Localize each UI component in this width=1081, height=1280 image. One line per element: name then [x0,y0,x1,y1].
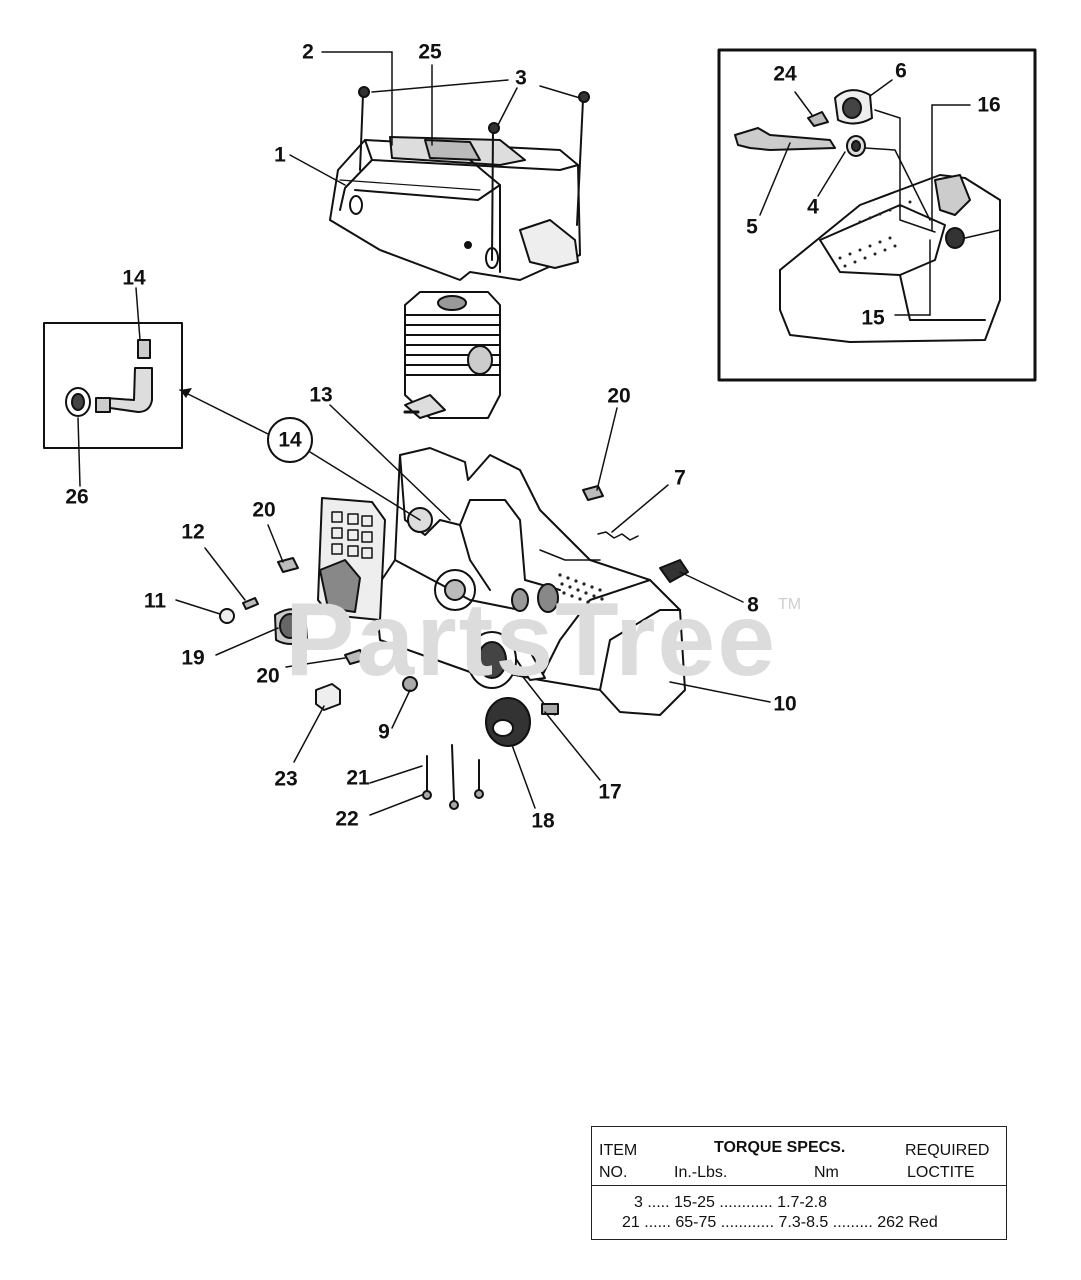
callout-17: 17 [598,780,622,804]
bolt-part [422,744,484,810]
oil-cap-part [467,631,559,716]
torque-row: 21 ...... 65-75 ............ 7.3-8.5 ...… [622,1214,938,1231]
callout-3: 3 [515,66,527,90]
torque-spec-table: ITEM NO. TORQUE SPECS. In.-Lbs. Nm REQUI… [591,1126,1007,1240]
intake-plate-part [317,497,386,621]
callout-6: 6 [895,59,907,83]
callout-1: 1 [274,143,286,167]
inset-fuel-fitting [43,322,183,449]
nm-label: Nm [814,1164,839,1181]
callout-2: 2 [302,40,314,64]
callout-22: 22 [335,807,359,831]
screw-part [358,86,590,261]
trademark-mark: TM [778,596,802,613]
callout-11: 11 [143,589,167,613]
callout-20: 20 [607,384,631,408]
callout-20: 20 [252,498,276,522]
callout-13: 13 [309,383,333,407]
required-label: REQUIRED [905,1142,990,1159]
callout-circle [267,417,313,463]
cap-part [219,608,235,624]
callout-5: 5 [746,215,758,239]
no-label: NO. [599,1164,628,1181]
grommet-part [274,608,308,645]
callout-14-circled: 14 [278,428,302,452]
switch-part [659,559,689,583]
callout-4: 4 [807,195,819,219]
callout-8: 8 [747,593,759,617]
callout-7: 7 [674,466,686,490]
watermark: PartsTree [285,582,778,698]
callout-23: 23 [274,767,298,791]
callout-25: 25 [418,40,442,64]
torque-table-header [592,1127,1006,1186]
spring-part [597,531,639,541]
callout-15: 15 [861,306,885,330]
callout-20: 20 [256,664,280,688]
callout-12: 12 [181,520,205,544]
callout-9: 9 [378,720,390,744]
callout-21: 21 [346,766,370,790]
top-cover-part [329,136,581,281]
callout-26: 26 [65,485,89,509]
loctite-label: LOCTITE [907,1164,975,1181]
torque-row: 3 ..... 15-25 ............ 1.7-2.8 [634,1194,827,1211]
block-part [315,683,341,711]
callout-18: 18 [531,809,555,833]
inset-handle-detail [717,48,1037,382]
inlbs-label: In.-Lbs. [674,1164,728,1181]
callout-14: 14 [122,266,146,290]
callout-24: 24 [773,62,797,86]
clip-part [277,485,604,665]
leader-lines [77,51,971,816]
cylinder-part [403,291,501,419]
fuel-cap-part [485,697,531,747]
torque-specs-title: TORQUE SPECS. [714,1139,846,1156]
screw-small-part [242,597,259,610]
callout-16: 16 [977,93,1001,117]
item-label: ITEM [599,1142,638,1159]
callout-19: 19 [181,646,205,670]
callout-10: 10 [773,692,797,716]
